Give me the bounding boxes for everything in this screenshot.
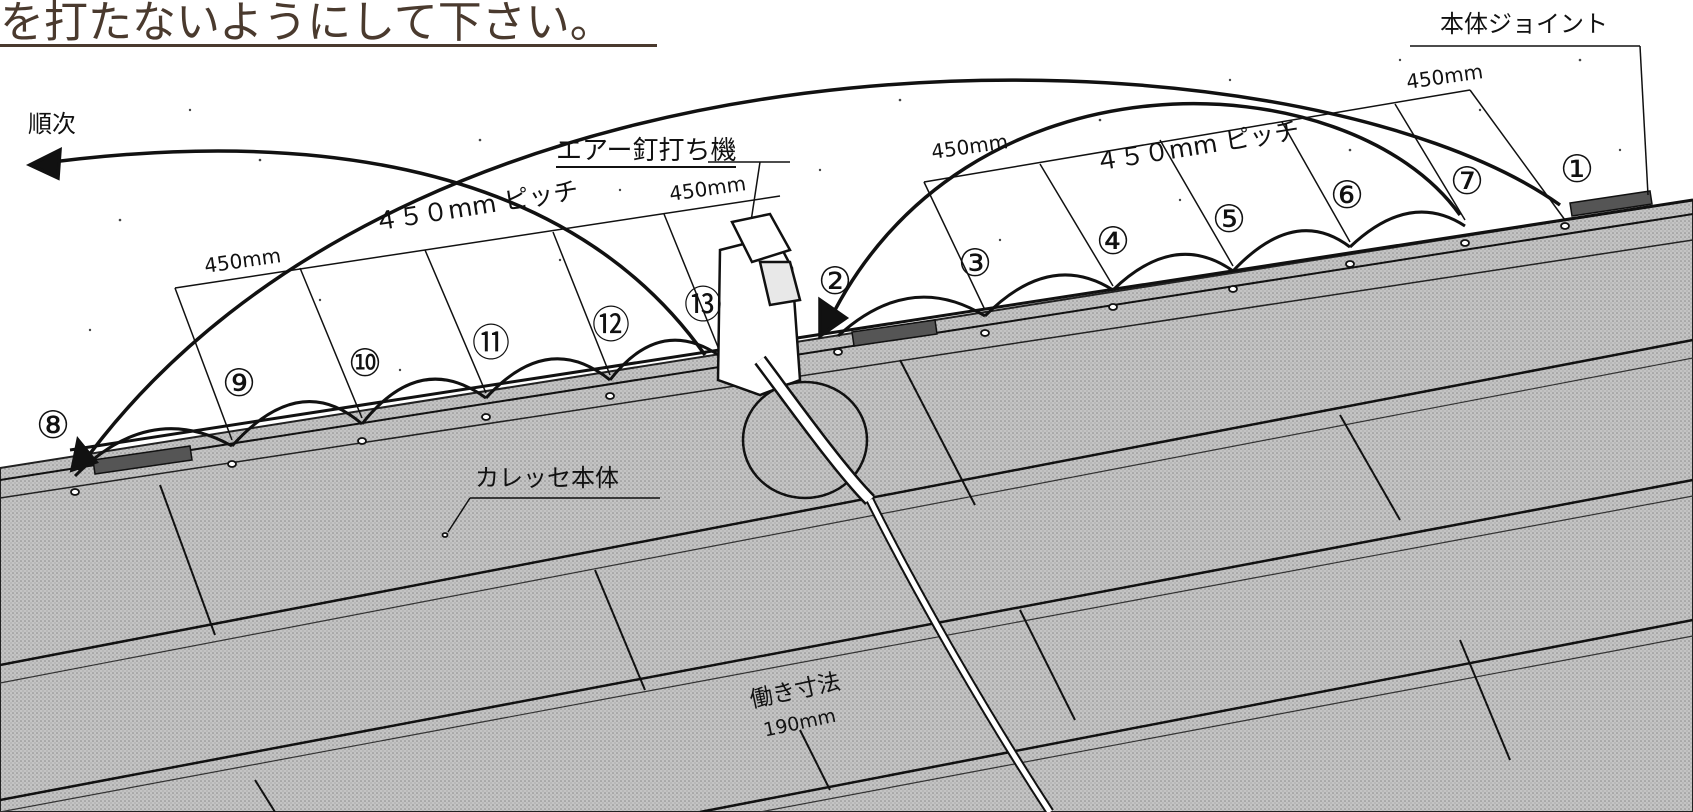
air-nailer-label: エアー釘打ち機 — [556, 136, 737, 168]
step-number: ⑥ — [1330, 173, 1365, 217]
sequence-label: 順次 — [28, 110, 76, 138]
dimension-lines — [174, 45, 1649, 533]
step-number: ⑤ — [1212, 197, 1247, 241]
sequence-arcs — [25, 78, 1562, 473]
step-number: ③ — [958, 241, 993, 285]
body-joint-label: 本体ジョイント — [1440, 10, 1608, 38]
underlayment-texture — [88, 58, 1622, 372]
page-heading: を打たないようにして下さい。 — [0, 0, 614, 48]
roof-panels — [0, 198, 1693, 812]
step-number: ⑬ — [684, 283, 723, 327]
step-number: ② — [818, 259, 853, 303]
step-number: ④ — [1096, 219, 1131, 263]
step-number: ⑦ — [1450, 159, 1485, 203]
step-number: ⑪ — [472, 321, 511, 365]
step-number: ⑧ — [36, 403, 71, 447]
joint-plates — [92, 190, 1653, 475]
step-number: ① — [1560, 147, 1595, 191]
step-number: ⑫ — [592, 303, 631, 347]
nail-holes — [70, 222, 1570, 538]
step-number: ⑩ — [348, 341, 383, 385]
step-number: ⑨ — [222, 361, 257, 405]
heading-underline — [0, 44, 657, 47]
body-label: カレッセ本体 — [475, 464, 619, 492]
nailing-arcs — [73, 210, 1466, 478]
air-nailer-icon — [716, 212, 1054, 812]
